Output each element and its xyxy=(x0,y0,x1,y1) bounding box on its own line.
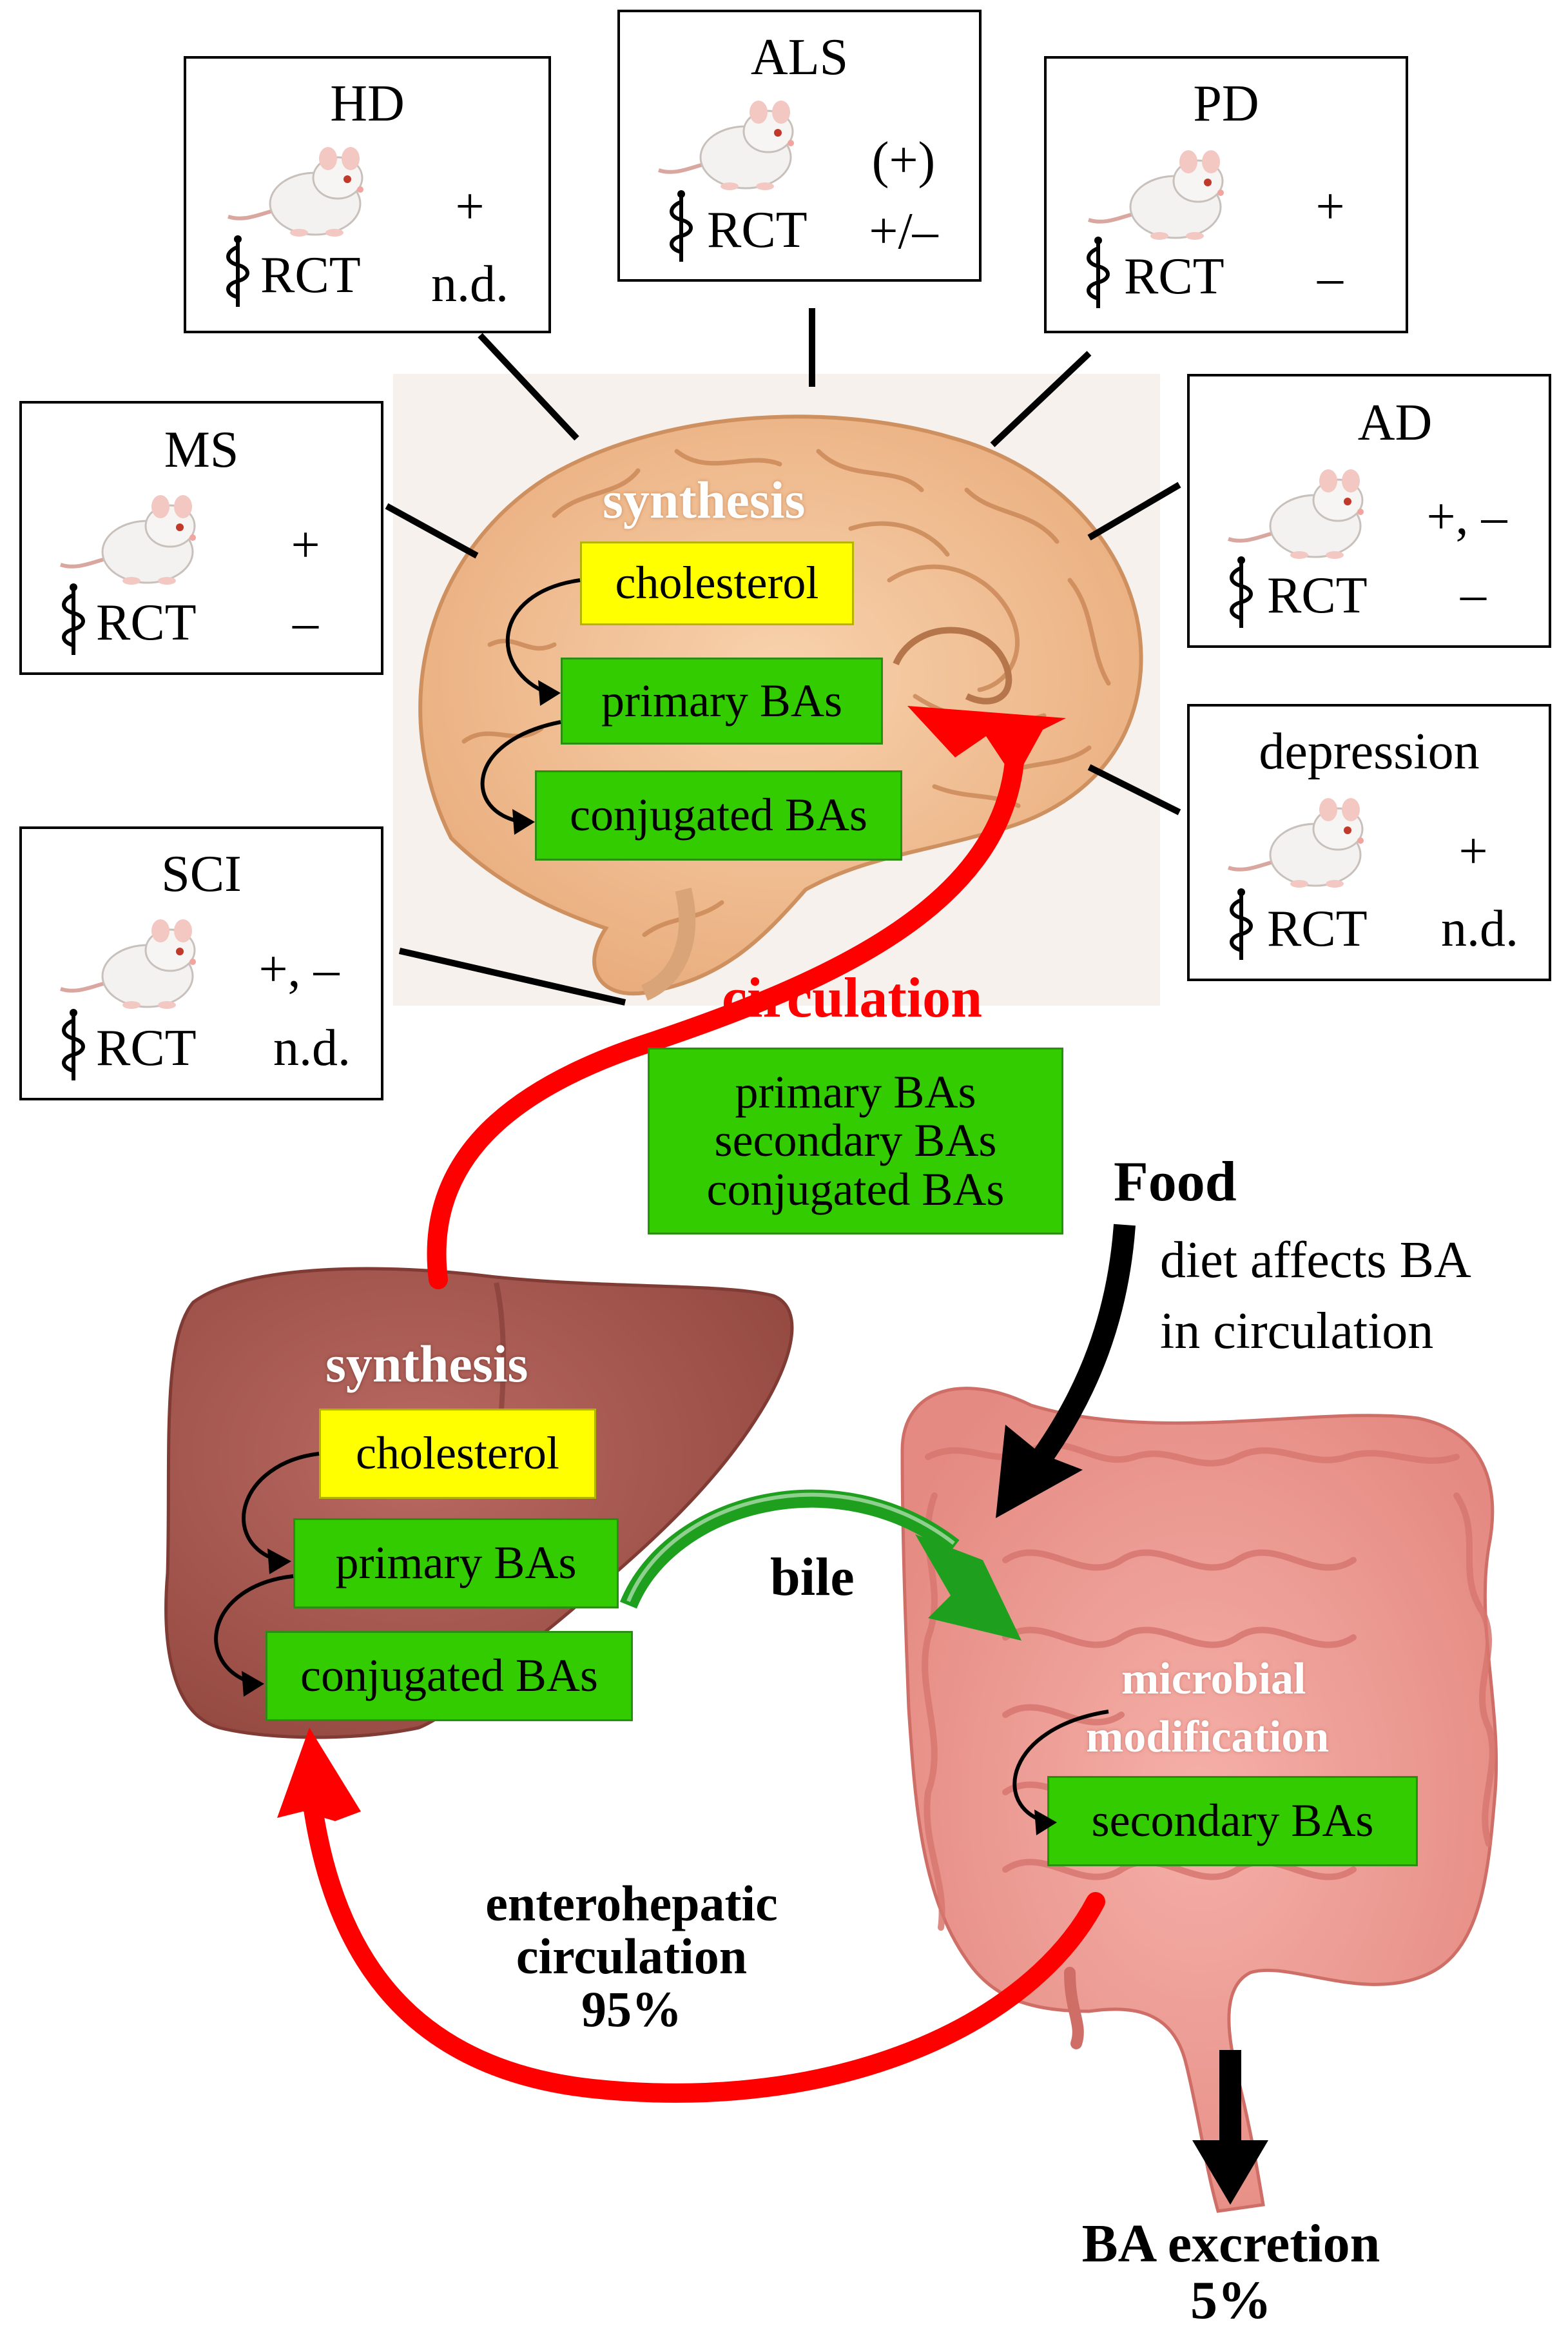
liver-cholesterol-box: cholesterol xyxy=(319,1409,596,1499)
rat-icon xyxy=(1228,469,1364,559)
rct-label: RCT xyxy=(96,594,197,651)
caduceus-icon xyxy=(1230,556,1253,628)
caduceus-icon xyxy=(62,583,85,655)
rct-label: RCT xyxy=(96,1020,197,1077)
liver-synthesis-label: synthesis xyxy=(325,1334,528,1393)
disease-box-ad: AD RCT +, – – xyxy=(1187,374,1551,648)
liver-conjugated-label: conjugated BAs xyxy=(300,1650,598,1702)
rat-icon xyxy=(1228,798,1364,888)
disease-box-sci: SCI RCT +, – n.d. xyxy=(19,826,383,1100)
connector-lines xyxy=(385,308,1181,1006)
caduceus-icon xyxy=(1087,237,1110,308)
human-result: – xyxy=(1460,566,1486,623)
rct-label: RCT xyxy=(707,202,808,259)
disease-name: ALS xyxy=(750,29,849,86)
rat-icon xyxy=(1088,150,1224,240)
disease-box-als: ALS RCT (+) +/– xyxy=(617,10,982,282)
animal-result: + xyxy=(1315,179,1345,235)
caduceus-icon xyxy=(1230,888,1253,960)
gut-secondary-box: secondary BAs xyxy=(1047,1776,1418,1866)
food-title: Food xyxy=(1114,1151,1237,1213)
human-result: n.d. xyxy=(273,1020,351,1077)
animal-result: + xyxy=(1458,823,1488,880)
enterohepatic-line3: 95% xyxy=(581,1980,682,2037)
caduceus-icon xyxy=(670,190,693,262)
liver-primary-box: primary BAs xyxy=(293,1518,619,1608)
liver-conjugated-box: conjugated BAs xyxy=(266,1631,633,1721)
disease-box-depression: depression RCT + n.d. xyxy=(1187,704,1551,981)
animal-result: + xyxy=(291,517,320,574)
rct-label: RCT xyxy=(1124,248,1224,305)
enterohepatic-label: enterohepatic circulation 95% xyxy=(445,1857,818,2056)
rat-icon xyxy=(227,147,363,237)
animal-result: (+) xyxy=(871,132,936,189)
human-result: +/– xyxy=(869,203,938,260)
circulation-primary-label: primary BAs xyxy=(735,1066,976,1118)
circulation-conjugated-label: conjugated BAs xyxy=(706,1163,1005,1215)
excretion-label: BA excretion 5% xyxy=(1031,2208,1431,2337)
excretion-arrow xyxy=(1192,2050,1268,2205)
circulation-label: circulation xyxy=(722,967,983,1030)
brain-cholesterol-label: cholesterol xyxy=(615,557,819,609)
animal-result: +, – xyxy=(1426,489,1507,545)
food-note-line1: diet affects BA xyxy=(1160,1232,1471,1289)
disease-name: depression xyxy=(1259,723,1480,780)
rat-icon xyxy=(60,919,196,1009)
human-result: – xyxy=(293,594,318,651)
disease-box-hd: HD RCT + n.d. xyxy=(184,56,551,333)
rct-label: RCT xyxy=(1267,567,1368,624)
bile-label: bile xyxy=(770,1547,855,1607)
disease-name: MS xyxy=(164,422,239,478)
caduceus-icon xyxy=(62,1009,85,1080)
brain-cholesterol-box: cholesterol xyxy=(580,542,854,625)
rat-icon xyxy=(60,495,196,585)
enterohepatic-arrow xyxy=(277,1728,1105,2103)
excretion-line2: 5% xyxy=(1190,2270,1272,2330)
excretion-line1: BA excretion xyxy=(1081,2213,1380,2274)
food-note-line2: in circulation xyxy=(1160,1303,1434,1360)
circulation-secondary-label: secondary BAs xyxy=(714,1115,997,1167)
caduceus-icon xyxy=(226,235,249,307)
rct-label: RCT xyxy=(1267,901,1368,957)
disease-name: AD xyxy=(1357,395,1433,451)
disease-name: SCI xyxy=(161,846,242,903)
brain-conjugated-box: conjugated BAs xyxy=(535,770,902,861)
disease-box-pd: PD RCT + – xyxy=(1044,56,1408,333)
human-result: n.d. xyxy=(431,256,508,313)
circulation-bas-box: primary BAs secondary BAs conjugated BAs xyxy=(648,1048,1063,1234)
human-result: – xyxy=(1317,249,1343,306)
gut-secondary-label: secondary BAs xyxy=(1091,1795,1374,1847)
animal-result: + xyxy=(455,179,485,235)
human-result: n.d. xyxy=(1441,901,1518,957)
rct-label: RCT xyxy=(260,247,361,304)
brain-conjugated-label: conjugated BAs xyxy=(570,789,867,841)
animal-result: +, – xyxy=(258,941,340,998)
food-arrow xyxy=(996,1224,1136,1518)
brain-primary-box: primary BAs xyxy=(561,658,883,745)
rat-icon xyxy=(658,101,794,190)
circulation-arrow xyxy=(427,706,1066,1289)
enterohepatic-line2: circulation xyxy=(516,1928,748,1985)
disease-name: HD xyxy=(330,75,405,132)
bile-arrow xyxy=(620,1489,1021,1641)
liver-primary-label: primary BAs xyxy=(335,1537,577,1589)
enterohepatic-line1: enterohepatic xyxy=(485,1875,778,1932)
brain-synthesis-label: synthesis xyxy=(603,471,806,529)
microbial-label-line1: microbial xyxy=(1121,1654,1306,1704)
liver-cholesterol-label: cholesterol xyxy=(356,1427,559,1479)
brain-primary-label: primary BAs xyxy=(601,674,842,727)
disease-name: PD xyxy=(1193,75,1259,132)
disease-box-ms: MS RCT + – xyxy=(19,401,383,675)
microbial-label-line2: modification xyxy=(1086,1712,1330,1762)
